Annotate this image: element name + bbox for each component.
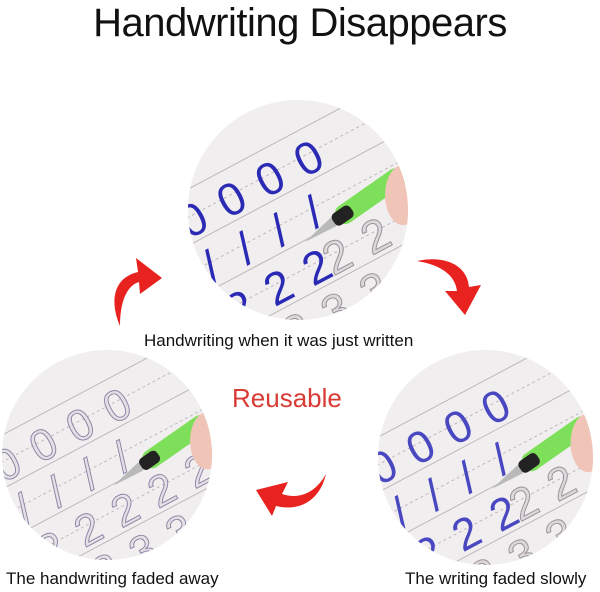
arrow-down-right-icon (417, 259, 481, 315)
page-title: Handwriting Disappears (93, 1, 507, 45)
stage-caption-just-written: Handwriting when it was just written (144, 331, 414, 350)
stage-faded-away-image: 0000 //// 22222 3333 (2, 350, 212, 560)
stage-faded-slowly-image: 0000 //// 222 22 3333 (378, 350, 593, 565)
stage-caption-faded-away: The handwriting faded away (6, 569, 219, 588)
stage-just-written-image: 0000 //// 222 22 3333 (188, 100, 408, 320)
reusable-label: Reusable (232, 383, 342, 413)
stage-caption-faded-slowly: The writing faded slowly (405, 569, 587, 588)
arrow-left-icon (256, 474, 326, 516)
arrow-up-right-icon (114, 258, 162, 326)
